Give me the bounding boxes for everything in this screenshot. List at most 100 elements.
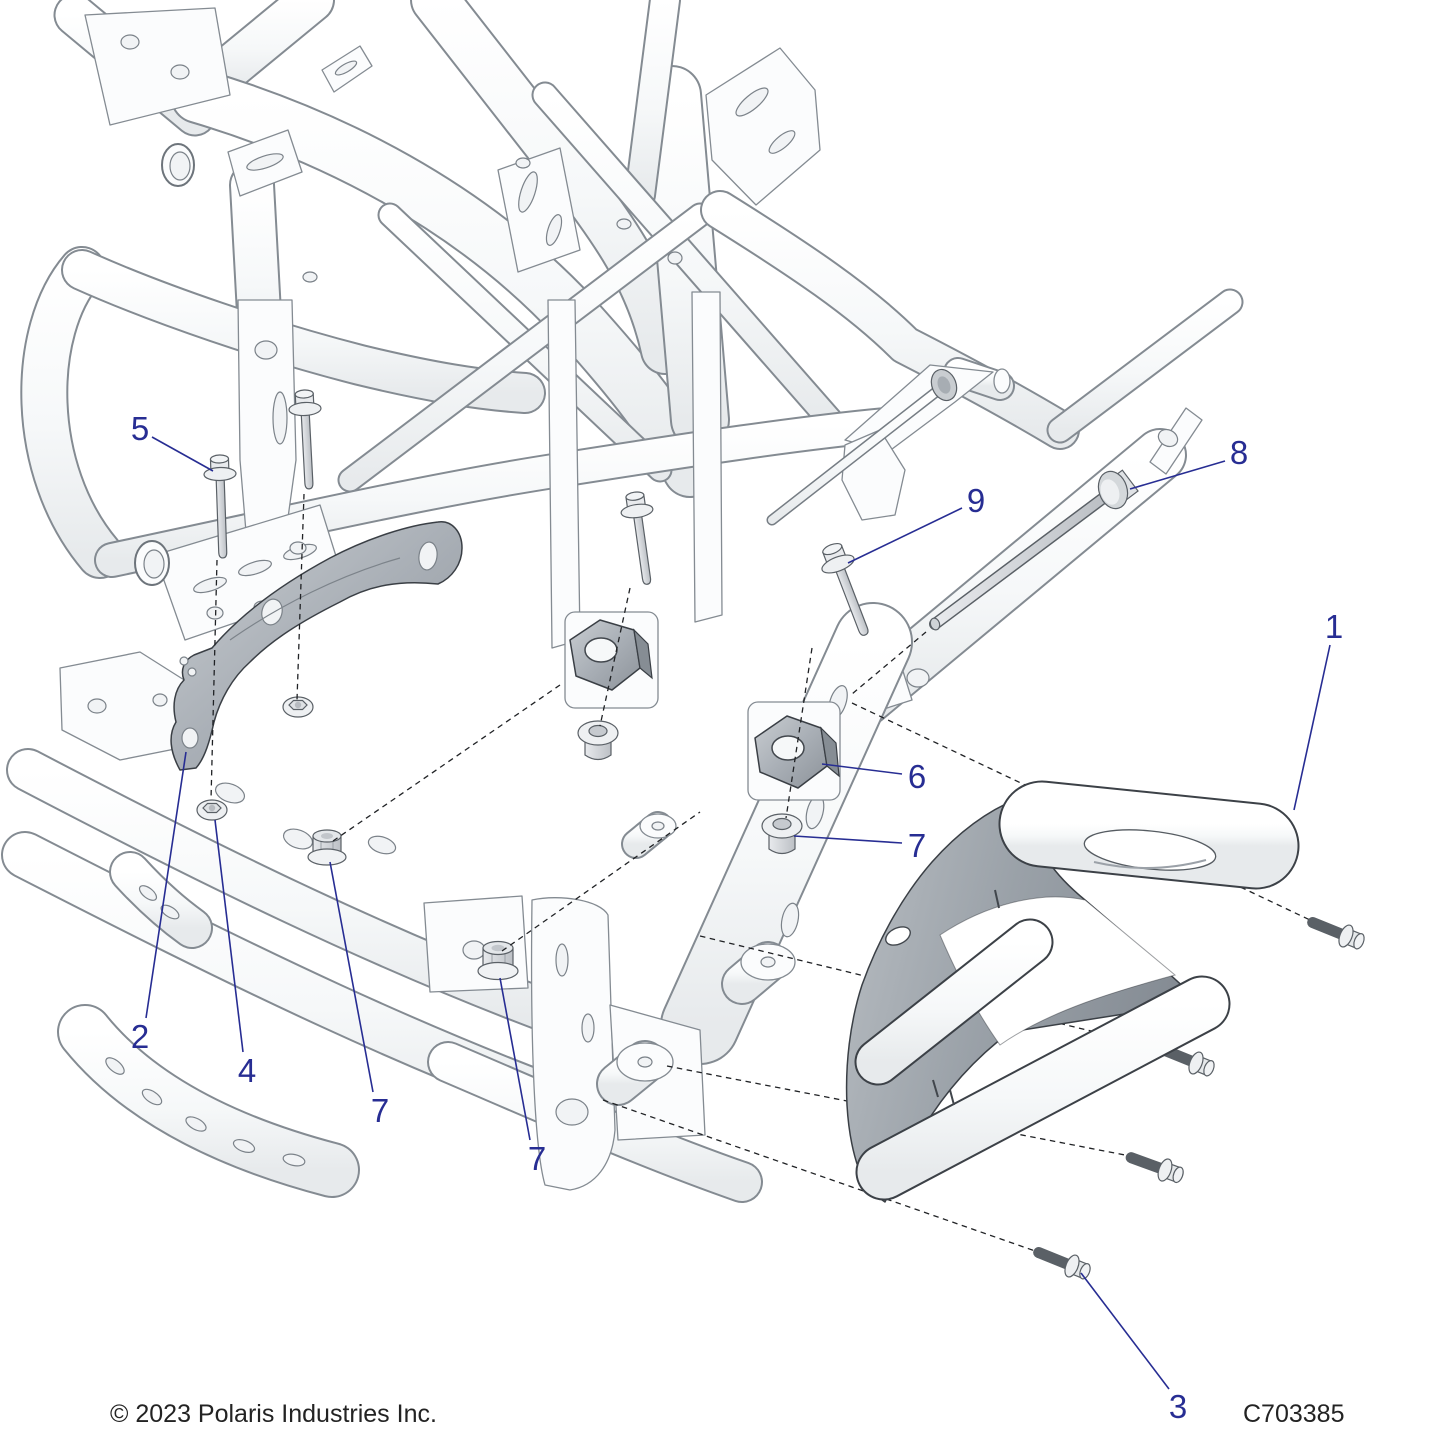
callout-label: 4	[238, 1052, 256, 1089]
callout-2: 2	[131, 751, 187, 1055]
assembly-line	[602, 1099, 1039, 1253]
callout-label: 3	[1169, 1388, 1187, 1425]
frame-bracket	[530, 897, 616, 1191]
frame-tube	[1048, 290, 1242, 442]
bracket-slot	[518, 171, 538, 213]
nut-bore	[208, 804, 216, 812]
bracket-slot	[735, 87, 769, 117]
nut-bore	[321, 833, 333, 839]
callout-label: 6	[908, 758, 926, 795]
bolt-flange	[288, 401, 322, 417]
bracket-slot	[545, 214, 563, 246]
flange-bolt-3a	[1307, 917, 1365, 950]
pivot-bore	[637, 1056, 653, 1068]
copyright-text: © 2023 Polaris Industries Inc.	[110, 1400, 437, 1428]
perforated-flange	[59, 1006, 358, 1196]
frame-hole	[302, 271, 318, 283]
bracket-slot	[246, 153, 284, 171]
callout-label: 7	[371, 1092, 389, 1129]
nut-flange	[477, 961, 519, 981]
bracket-hole	[179, 656, 189, 666]
bolt-shaft	[1308, 918, 1345, 938]
tube-mouth-inner	[143, 549, 165, 579]
bolt-flange	[821, 554, 855, 574]
bracket-hole	[418, 541, 438, 571]
rail-slot	[282, 828, 314, 850]
callout-5: 5	[131, 410, 214, 472]
bolt-shaft	[834, 566, 869, 636]
tube-mouth	[993, 368, 1011, 394]
bolt-shaft	[930, 494, 1107, 629]
flange-slot	[232, 1139, 256, 1153]
pivot-bushing-lower	[596, 1040, 674, 1106]
bumper-mark	[949, 1089, 955, 1106]
frame-hole	[515, 157, 531, 169]
leader-line	[214, 819, 244, 1053]
frame-hole	[206, 606, 224, 620]
leader-line	[145, 751, 187, 1019]
flange-slot	[185, 1116, 207, 1132]
mount-side-face	[820, 726, 840, 778]
frame-hole	[555, 1098, 589, 1126]
rubber-mount-left	[569, 619, 653, 691]
leader-line	[499, 977, 531, 1141]
mount-hole	[771, 735, 805, 761]
flange-bolt-3d	[1033, 1247, 1091, 1280]
bumper-slot-shade	[1093, 859, 1207, 870]
bolt-hex-top	[294, 389, 314, 399]
fasteners	[203, 368, 1365, 1280]
flange-slot	[160, 904, 180, 920]
bumper-ear-hole	[885, 926, 911, 946]
bumper-mark	[932, 1079, 939, 1098]
callouts: 5 9 8 1 6 7 2 4	[131, 410, 1343, 1425]
frame-tube	[172, 70, 716, 496]
bracket-slot	[272, 391, 288, 445]
bolt-shaft	[1034, 1248, 1071, 1268]
flange-bolt-mid	[620, 491, 654, 585]
frame-brace-tube	[533, 83, 842, 432]
assembly-line	[699, 935, 1162, 1049]
leader-line	[329, 861, 374, 1093]
frame-tube	[702, 192, 1078, 448]
assembly-line	[851, 631, 927, 695]
leader-line	[821, 763, 903, 775]
callout-6: 6	[821, 758, 926, 795]
axle-bolt-installed	[766, 368, 958, 526]
bolt-hex-top	[822, 542, 843, 556]
mount-side-face	[633, 628, 653, 680]
bolt-shaft	[215, 478, 228, 559]
rubber-mount-right	[754, 715, 840, 789]
nut-bore	[294, 701, 302, 709]
bolt-shaft	[633, 514, 652, 585]
bracket-shading-line	[229, 557, 401, 641]
frame-hole	[1157, 428, 1179, 448]
nut-flange	[307, 848, 347, 866]
leader-line	[1129, 460, 1226, 490]
bracket-slot	[334, 60, 358, 76]
pivot-bore	[760, 956, 776, 968]
bracket-slot	[768, 130, 796, 154]
frame-hole	[120, 34, 140, 50]
hex-flange-nut-left	[307, 829, 347, 866]
frame-hole	[87, 698, 107, 714]
bolt-flange	[1338, 924, 1354, 948]
frame-hole	[616, 218, 632, 230]
bolt-tip	[929, 617, 941, 631]
leader-line	[1293, 644, 1331, 811]
leader-line	[793, 835, 903, 844]
nut-bore	[491, 944, 505, 952]
frame-post-tube	[626, 0, 679, 209]
flange-slot	[141, 1088, 163, 1106]
bolt-flange	[1157, 1158, 1173, 1182]
flange-bolt-5b	[288, 389, 322, 490]
hex-flange-nut-center	[477, 940, 519, 981]
frame-hole	[289, 541, 307, 555]
flange-bolt-9	[821, 542, 869, 636]
pivot-bushing-upper	[621, 811, 677, 859]
frame-plate	[84, 7, 231, 126]
bolt-flange	[1064, 1254, 1080, 1278]
assembly-line	[785, 647, 813, 819]
bracket-body	[170, 521, 463, 771]
slotted-bracket	[497, 147, 581, 273]
